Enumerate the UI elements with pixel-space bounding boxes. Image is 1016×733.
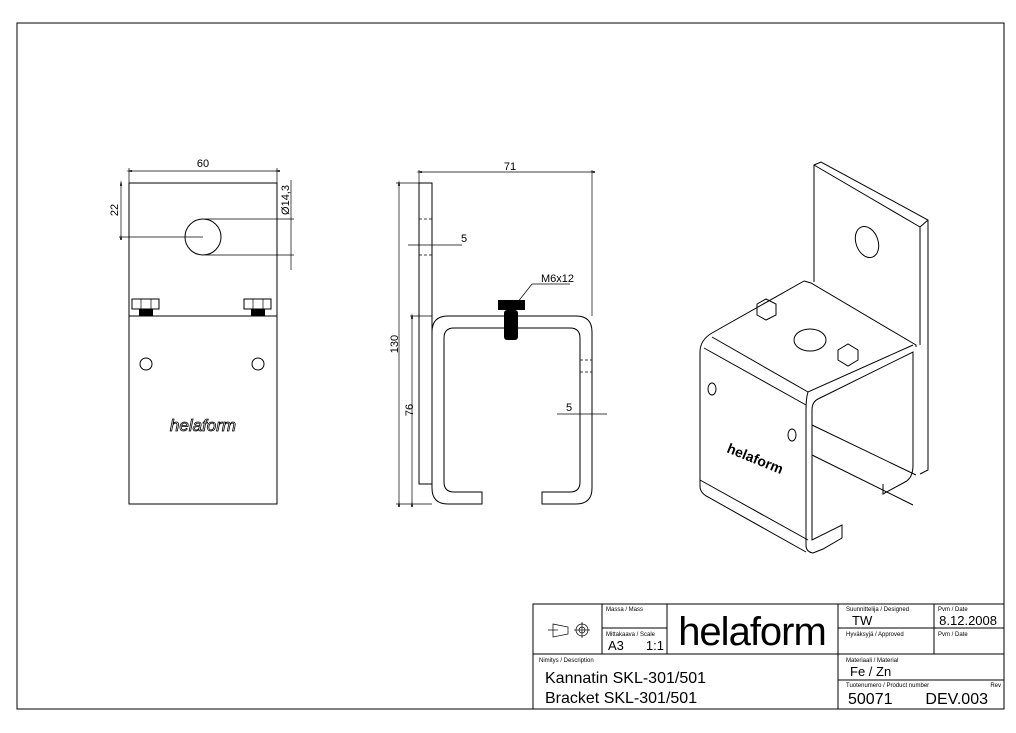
dim-channel-thickness: 5 — [566, 402, 572, 414]
date-label: Pvm / Date — [938, 607, 968, 613]
sheet-size: A3 — [608, 638, 624, 653]
small-hole-left — [139, 357, 153, 371]
product-number-label: Tuotenumero / Product number — [846, 683, 929, 689]
iso-center-hole — [793, 328, 827, 352]
front-plate-outline — [128, 182, 278, 505]
iso-top-back-edge — [803, 280, 917, 347]
iso-bolt-right — [837, 343, 859, 367]
approved-date-label: Pvm / Date — [938, 632, 968, 638]
dim-width: 60 — [197, 158, 209, 170]
front-view: helaform 60 22 Ø14,3 — [109, 158, 294, 505]
front-brand-text: helaform — [170, 416, 236, 435]
title-block: Massa / Mass Mittakaava / Scale A3 1:1 h… — [532, 603, 1005, 710]
dim-hole-diameter: Ø14,3 — [280, 185, 292, 215]
bolt-right — [243, 298, 272, 316]
description-label: Nimitys / Description — [539, 658, 594, 664]
helaform-logo: helaform — [678, 610, 826, 654]
iso-small-hole-right — [787, 428, 797, 442]
rev-label: Rev — [990, 683, 1001, 689]
bolt-left — [131, 298, 160, 316]
back-plate-section — [418, 182, 433, 485]
date-value: 8.12.2008 — [939, 613, 997, 628]
dim-hole-offset: 22 — [109, 204, 121, 216]
channel-profile — [431, 315, 593, 505]
iso-back-plate — [813, 161, 929, 475]
isometric-view: helaform — [699, 161, 929, 554]
iso-brand-text: helaform — [725, 440, 786, 477]
small-hole-right — [251, 357, 265, 371]
iso-bolt-left — [756, 298, 777, 321]
dim-channel-height: 76 — [404, 404, 416, 416]
scale-label: Mittakaava / Scale — [606, 632, 656, 638]
iso-mounting-hole — [854, 226, 880, 258]
approved-label: Hyväksyjä / Approved — [846, 632, 904, 638]
side-view: M6x12 71 5 130 76 5 — [389, 161, 607, 507]
product-number: 50071 — [848, 691, 893, 708]
iso-small-hole-left — [707, 382, 717, 396]
designed-label: Suunnittelija / Designed — [846, 607, 909, 613]
bolt-label: M6x12 — [541, 273, 574, 285]
scale-value: 1:1 — [646, 638, 664, 653]
description-line2: Bracket SKL-301/501 — [545, 690, 697, 707]
designed-value: TW — [852, 613, 873, 628]
dim-depth: 71 — [504, 161, 516, 173]
dim-plate-thickness: 5 — [461, 233, 467, 245]
mass-label: Massa / Mass — [606, 607, 643, 613]
material-value: Fe / Zn — [850, 664, 891, 679]
material-label: Materiaali / Material — [846, 658, 898, 664]
bolt-m6x12 — [498, 300, 525, 340]
projection-symbol-icon — [548, 622, 590, 638]
revision: DEV.003 — [925, 691, 988, 708]
description-line1: Kannatin SKL-301/501 — [545, 670, 706, 687]
dim-height: 130 — [389, 335, 401, 353]
sheet-border — [16, 22, 1005, 710]
